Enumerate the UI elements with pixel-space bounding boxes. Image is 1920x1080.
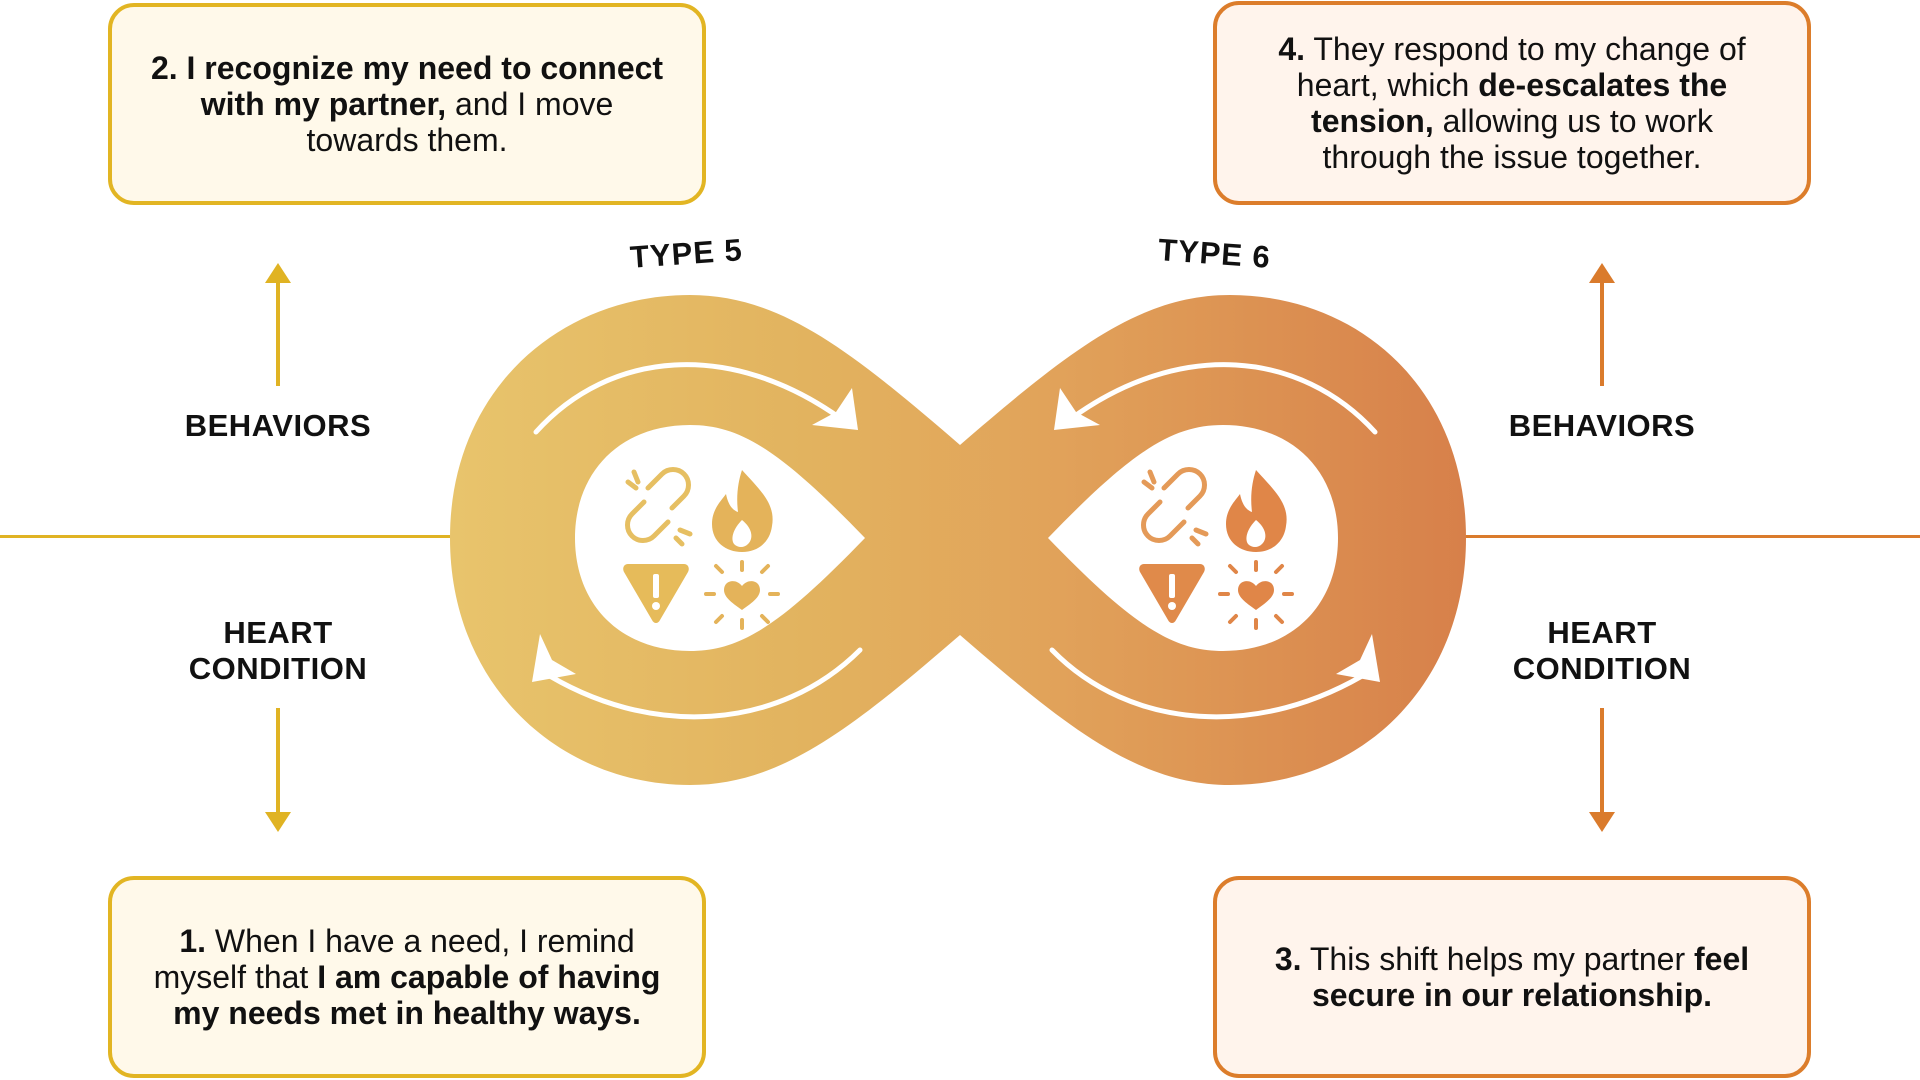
step-2-text: 2. I recognize my need to connect with m… <box>148 50 666 158</box>
heart-burst-icon <box>1218 560 1294 630</box>
heart-condition-label-right: HEART CONDITION <box>1472 615 1732 687</box>
infinity-loop <box>450 295 1466 785</box>
arrow-up-left-icon <box>265 263 291 283</box>
arrow-up-left-shaft <box>276 280 280 386</box>
step-1-body: When I have a need, I remind myself that <box>153 923 635 995</box>
arc-bottom-right <box>1049 647 1375 720</box>
flame-icon <box>1226 470 1287 552</box>
flame-icon <box>712 470 773 552</box>
behaviors-label-right: BEHAVIORS <box>1508 408 1696 443</box>
type-6-label: TYPE 6 <box>1156 232 1272 275</box>
arrow-down-right-shaft <box>1600 708 1604 814</box>
type-5-label: TYPE 5 <box>628 232 744 275</box>
arrow-up-right-icon <box>1589 263 1615 283</box>
heart-burst-icon <box>704 560 780 630</box>
warning-icon <box>1139 564 1205 623</box>
arrow-down-left-shaft <box>276 708 280 814</box>
arc-head-top-left-icon <box>812 388 858 430</box>
step-3-bold: feel secure in our relationship. <box>1311 941 1750 1013</box>
condition-word-left: CONDITION <box>188 651 368 686</box>
arrow-down-right-icon <box>1589 812 1615 832</box>
step-3-card: 3. This shift helps my partner feel secu… <box>1213 876 1811 1078</box>
right-icon-cluster <box>1139 467 1294 630</box>
arc-head-top-right-icon <box>1054 388 1100 430</box>
step-1-bold: I am capable of having my needs met in h… <box>173 959 661 1031</box>
step-4-number: 4. <box>1278 31 1306 67</box>
divider-right <box>1460 535 1920 538</box>
behaviors-label-left: BEHAVIORS <box>184 408 372 443</box>
arc-bottom-left <box>537 647 863 720</box>
broken-link-icon <box>1141 467 1209 547</box>
step-2-body: and I move towards them. <box>306 86 614 158</box>
step-3-body: This shift helps my partner <box>1301 941 1694 977</box>
step-4-card: 4. They respond to my change of heart, w… <box>1213 1 1811 205</box>
step-1-card: 1. When I have a need, I remind myself t… <box>108 876 706 1078</box>
step-2-bold: 2. I recognize my need to connect with m… <box>150 50 664 122</box>
step-4-text: 4. They respond to my change of heart, w… <box>1253 31 1771 175</box>
step-3-text: 3. This shift helps my partner feel secu… <box>1253 941 1771 1013</box>
arc-top-right <box>1069 362 1378 435</box>
broken-link-icon <box>625 467 693 547</box>
divider-left <box>0 535 450 538</box>
step-4-body-b: allowing us to work through the issue to… <box>1322 103 1713 175</box>
heart-condition-label-left: HEART CONDITION <box>148 615 408 687</box>
step-1-number: 1. <box>179 923 206 959</box>
warning-icon <box>623 564 689 623</box>
arrow-up-right-shaft <box>1600 280 1604 386</box>
arc-top-left <box>533 362 843 435</box>
step-2-card: 2. I recognize my need to connect with m… <box>108 3 706 205</box>
heart-word-right: HEART <box>1547 615 1657 650</box>
condition-word-right: CONDITION <box>1512 651 1692 686</box>
step-4-bold: de-escalates the tension, <box>1311 67 1728 139</box>
heart-word-left: HEART <box>223 615 333 650</box>
arrow-down-left-icon <box>265 812 291 832</box>
step-4-body-a: They respond to my change of heart, whic… <box>1296 31 1746 103</box>
arc-head-bottom-left-icon <box>532 634 576 682</box>
step-3-number: 3. <box>1274 941 1302 977</box>
arc-head-bottom-right-icon <box>1336 634 1380 682</box>
loop-band <box>450 295 1466 785</box>
step-1-text: 1. When I have a need, I remind myself t… <box>148 923 666 1031</box>
left-icon-cluster <box>623 467 780 630</box>
